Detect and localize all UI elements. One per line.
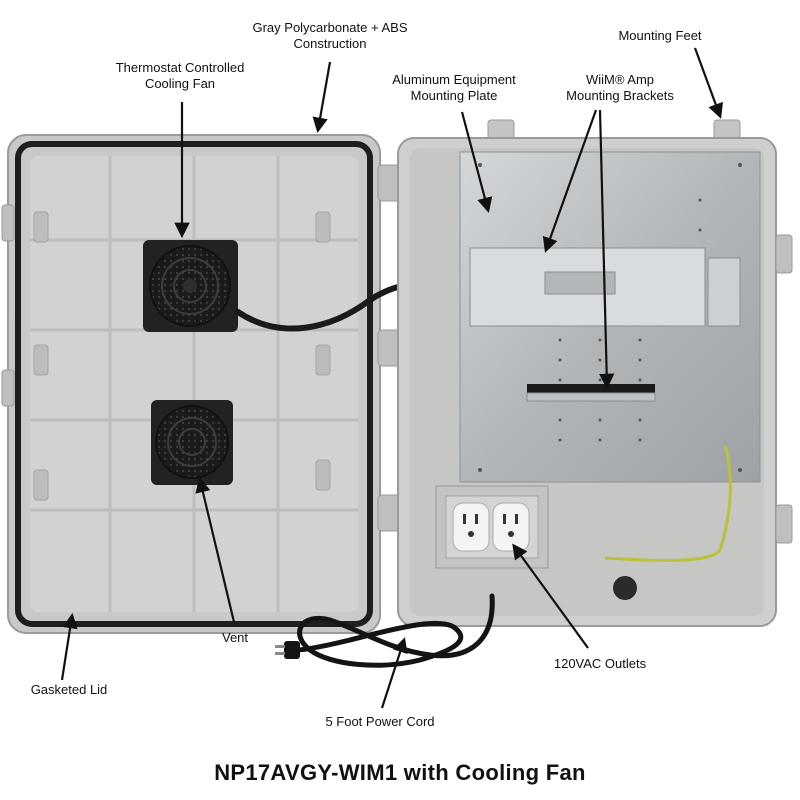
callout-construction: Gray Polycarbonate + ABS Construction (252, 20, 408, 51)
vent (151, 400, 233, 485)
callout-mounting-plate: Aluminum Equipment Mounting Plate (392, 72, 516, 103)
callout-amp-brackets: WiiM® Amp Mounting Brackets (566, 72, 674, 103)
callout-mounting-feet: Mounting Feet (618, 28, 702, 43)
callout-power-cord: 5 Foot Power Cord (325, 714, 435, 729)
mounting-plate (459, 151, 761, 483)
gasketed-lid (1, 134, 381, 634)
callout-cooling-fan: Thermostat Controlled Cooling Fan (115, 60, 245, 91)
outlet-box (435, 485, 549, 569)
product-title: NP17AVGY-WIM1 with Cooling Fan (214, 760, 586, 785)
power-cord (293, 593, 495, 668)
amp-bracket-side (707, 257, 741, 327)
callout-gasketed-lid: Gasketed Lid (30, 682, 108, 697)
callout-vent: Vent (221, 630, 249, 645)
callout-outlets: 120VAC Outlets (553, 656, 647, 671)
amp-bracket-bar (527, 384, 655, 393)
cable-gland (613, 576, 637, 600)
callout-arrows (60, 47, 723, 709)
lid-screw-posts (33, 211, 331, 501)
cooling-fan (143, 240, 238, 332)
